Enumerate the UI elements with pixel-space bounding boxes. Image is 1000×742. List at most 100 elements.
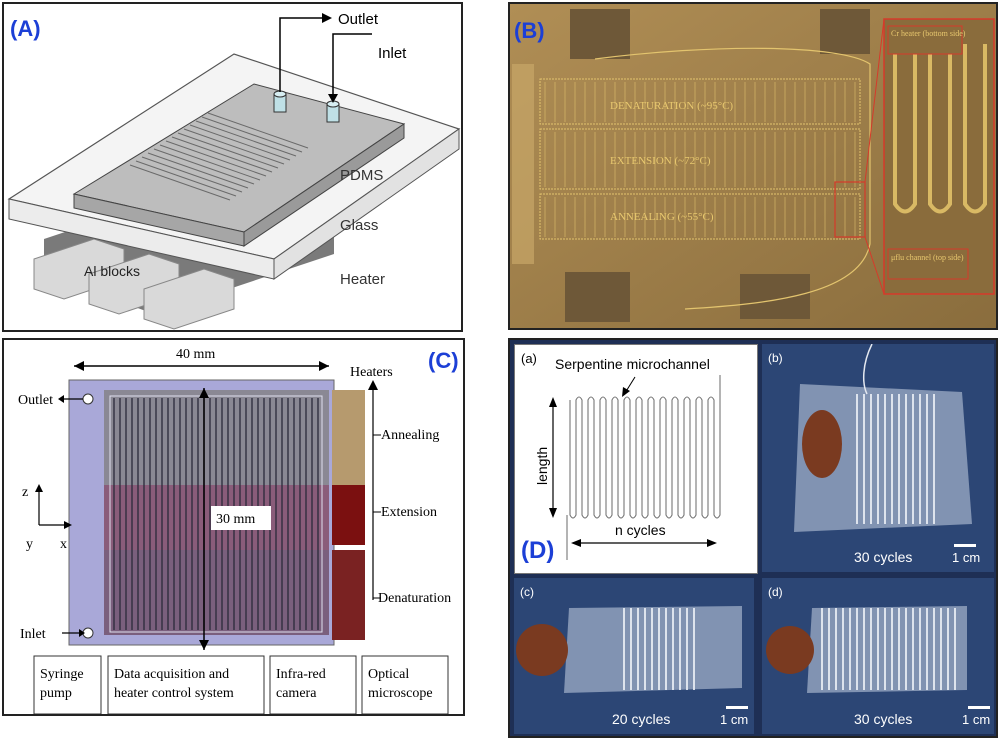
length-label: length <box>534 447 550 485</box>
photo-d-caption: 30 cycles <box>854 711 912 727</box>
channel-lines <box>544 82 856 237</box>
electrode-pad <box>820 9 870 54</box>
extension-zone-label: EXTENSION (~72°C) <box>610 155 711 167</box>
axis-x-label: x <box>60 537 67 552</box>
arrowhead <box>549 397 557 407</box>
panel-c: 30 mm 40 mm Outlet Inlet Heaters Anneali… <box>2 338 465 716</box>
schematic-sublabel: (a) <box>521 351 537 366</box>
extension-label: Extension <box>381 505 437 520</box>
extension-heater <box>332 485 365 545</box>
photo-c-sublabel: (c) <box>520 585 534 599</box>
penny-coin <box>802 410 842 478</box>
inlet-port <box>326 100 340 123</box>
arrowhead <box>199 640 209 650</box>
inset-channels <box>893 44 987 214</box>
arrowhead <box>707 539 717 547</box>
electrode-pad <box>565 272 630 322</box>
channels <box>856 394 935 524</box>
arrowhead <box>79 629 85 637</box>
scale-bar <box>726 706 748 709</box>
electrode-pad <box>740 274 810 319</box>
photo-b-sublabel: (b) <box>768 351 783 365</box>
panel-a-label: (A) <box>10 16 41 41</box>
daq-text-2: heater control system <box>114 686 234 701</box>
outlet-port <box>273 90 287 113</box>
annealing-label: Annealing <box>381 428 439 443</box>
height-label: 30 mm <box>216 512 255 527</box>
axis-z-label: z <box>22 485 28 500</box>
glass-side <box>273 128 460 280</box>
photo-b: (b) 30 cycles 1 cm <box>762 343 994 572</box>
height-label-box <box>211 506 271 530</box>
photo-c-graphic: (c) 20 cycles 1 cm <box>514 578 754 734</box>
inlet-arrowhead <box>328 94 338 103</box>
inset-label-box <box>887 25 963 55</box>
panel-c-label: (C) <box>428 348 459 373</box>
serpentine-channel <box>566 375 721 560</box>
pdms-side <box>243 123 405 247</box>
penny-coin <box>516 624 568 676</box>
inset-channel-label: μflu channel (top side) <box>891 253 964 262</box>
outlet-label: Outlet <box>338 11 379 28</box>
channels <box>623 608 695 690</box>
inset-label-box <box>887 248 969 280</box>
inset-zoom <box>883 18 995 295</box>
microscope-box <box>361 655 449 714</box>
schematic-title: Serpentine microchannel <box>555 356 710 372</box>
al-blocks-label: Al blocks <box>84 263 140 279</box>
serpentine-channels <box>539 78 861 240</box>
syringe-pump-text-1: Syringe <box>40 667 84 682</box>
al-block-3 <box>143 268 235 330</box>
serpentine-schematic: (a) Serpentine microchannel length n cyc… <box>521 351 721 560</box>
serpentine-channel <box>129 112 309 201</box>
zoom-line <box>864 236 885 295</box>
syringe-pump-text-2: pump <box>40 686 72 701</box>
arrowhead <box>571 539 581 547</box>
arrowhead <box>35 484 43 492</box>
arrowhead <box>368 380 378 390</box>
arrowhead <box>58 395 64 403</box>
electrode-comb <box>512 64 534 264</box>
photo-d-graphic: (d) 30 cycles 1 cm <box>762 578 994 734</box>
arrowhead <box>74 361 84 371</box>
daq-box <box>107 655 265 714</box>
schematic-subpanel: (a) Serpentine microchannel length n cyc… <box>514 344 758 574</box>
penny-coin <box>766 626 814 674</box>
panel-d-label: (D) <box>521 537 555 564</box>
denaturation-label: Denaturation <box>378 591 451 606</box>
zoom-line <box>864 18 885 183</box>
arrowhead <box>64 521 72 529</box>
annealing-zone-label: ANNEALING (~55°C) <box>610 211 714 223</box>
tubing <box>862 343 873 395</box>
electrode-pad <box>570 9 630 59</box>
inset-heater-label: Cr heater (bottom side) <box>891 29 966 38</box>
heater-label: Heater <box>340 271 385 288</box>
microscope-text-1: Optical <box>368 667 409 682</box>
photo-d-scale: 1 cm <box>962 712 990 727</box>
inlet-label: Inlet <box>378 45 407 62</box>
daq-text-1: Data acquisition and <box>114 667 229 682</box>
panel-b-photo: DENATURATION (~95°C) EXTENSION (~72°C) A… <box>510 4 996 328</box>
ir-camera-text-1: Infra-red <box>276 667 326 682</box>
ir-camera-text-2: camera <box>276 686 317 701</box>
photo-b-graphic: (b) 30 cycles 1 cm <box>762 343 994 572</box>
width-label: 40 mm <box>176 347 215 362</box>
photo-c: (c) 20 cycles 1 cm <box>514 578 754 734</box>
arrowhead <box>199 388 209 398</box>
panel-c-diagram: 30 mm 40 mm Outlet Inlet Heaters Anneali… <box>18 347 451 714</box>
scale-bar <box>968 706 990 709</box>
panel-d: (a) Serpentine microchannel length n cyc… <box>508 338 998 738</box>
outlet-arrow <box>279 17 322 92</box>
arrowhead <box>549 508 557 518</box>
arrowhead <box>319 361 329 371</box>
heaters-label: Heaters <box>350 365 393 380</box>
inlet-arrow <box>332 33 372 96</box>
zoom-box <box>834 181 866 238</box>
outlet-port <box>82 393 94 405</box>
photo-d-sublabel: (d) <box>768 585 783 599</box>
glass-label: Glass <box>340 217 378 234</box>
pdms-label: PDMS <box>340 167 383 184</box>
microscope-text-2: microscope <box>368 686 433 701</box>
outlet-label: Outlet <box>18 393 53 408</box>
photo-c-caption: 20 cycles <box>612 711 670 727</box>
